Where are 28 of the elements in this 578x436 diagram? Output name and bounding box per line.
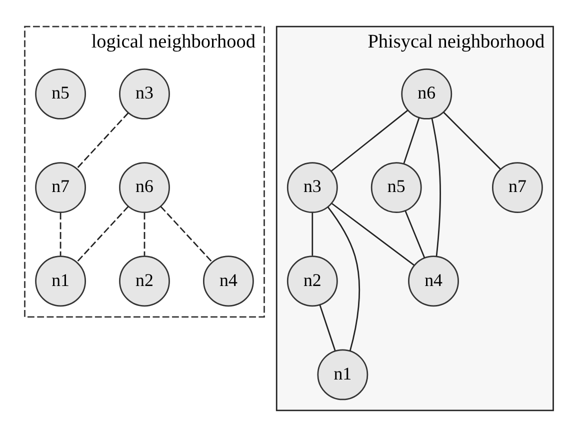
node-circle: n3	[286, 162, 338, 212]
connector	[443, 111, 501, 170]
connector	[330, 109, 408, 172]
node-circle: n5	[35, 68, 86, 119]
node-circle: n3	[119, 68, 170, 119]
node-circle: n7	[492, 162, 543, 212]
connector	[404, 210, 426, 258]
node-circle: n1	[317, 348, 368, 400]
connector	[319, 304, 336, 350]
node-circle: n6	[119, 162, 170, 212]
connector	[76, 112, 129, 169]
connector	[331, 202, 415, 266]
connector	[76, 205, 129, 262]
node-circle: n5	[370, 162, 422, 212]
node-circle: n4	[408, 255, 459, 306]
node-circle: n1	[35, 255, 86, 306]
connector	[403, 117, 420, 164]
connector	[327, 206, 360, 351]
node-circle: n6	[401, 68, 452, 119]
connector	[312, 212, 314, 256]
connector	[60, 212, 62, 256]
node-circle: n7	[35, 162, 86, 212]
connector	[160, 205, 213, 262]
node-circle: n4	[202, 255, 254, 306]
node-circle: n2	[119, 255, 170, 306]
connector	[431, 118, 441, 256]
node-circle: n2	[286, 255, 338, 306]
connector	[144, 212, 146, 256]
